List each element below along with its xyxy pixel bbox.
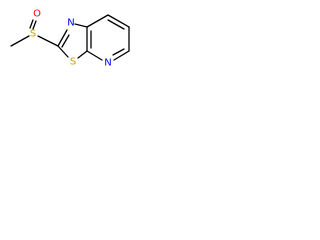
bond-c2-n3-b xyxy=(61,34,70,48)
bond-c6-n7-inner xyxy=(112,48,125,56)
bond-c3a-c4 xyxy=(86,14,109,28)
bond-sulfur-c2 xyxy=(37,35,59,47)
molecule-structure: O S N S N xyxy=(10,9,130,69)
bond-c6-n7 xyxy=(113,50,130,61)
bonds xyxy=(10,14,130,61)
atom-nitrogen-thiazole: N xyxy=(67,18,74,29)
bond-c4-c5 xyxy=(107,14,130,28)
bond-sulfur-oxygen-b xyxy=(29,19,34,29)
bond-sulfur-oxygen-a xyxy=(32,20,37,30)
atom-nitrogen-pyridine: N xyxy=(104,58,111,69)
atom-labels: O S N S N xyxy=(30,9,112,69)
bond-c7a-s1 xyxy=(77,50,88,59)
atom-sulfur-ring: S xyxy=(70,57,76,68)
atom-oxygen: O xyxy=(33,9,41,20)
bond-n3-c3a xyxy=(74,23,88,28)
atom-sulfur-sulfinyl: S xyxy=(30,29,36,40)
bond-c2-n3-a xyxy=(57,29,68,47)
bond-n7-c7a xyxy=(86,50,103,61)
bond-methyl-sulfur xyxy=(10,35,30,47)
bond-s1-c2 xyxy=(57,45,69,58)
bond-c4-c5-inner xyxy=(107,19,125,30)
